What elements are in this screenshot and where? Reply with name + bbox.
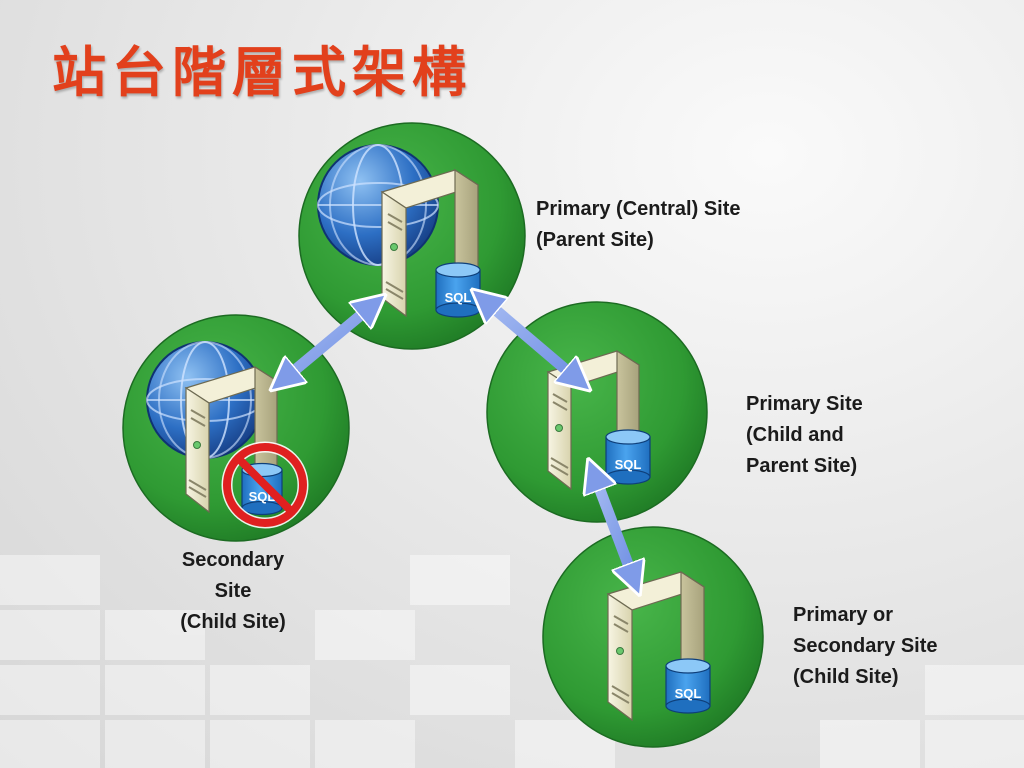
primary-site-label: Primary Site (Child and Parent Site) (746, 389, 863, 482)
label-line: (Parent Site) (536, 229, 654, 251)
primary-db-label: SQL (615, 457, 642, 472)
server-icon (184, 365, 279, 514)
server-icon (380, 168, 480, 318)
child-site-label: Primary or Secondary Site (Child Site) (793, 600, 938, 693)
label-line: Primary or (793, 604, 894, 626)
label-line: Site (214, 580, 252, 602)
label-line: (Child Site) (793, 666, 899, 688)
central-db-label: SQL (445, 290, 472, 305)
label-line: Parent Site) (746, 455, 858, 477)
sql-database-icon: SQL (605, 429, 651, 485)
label-line: Primary (Central) Site (536, 198, 741, 220)
label-line: (Child and (746, 424, 844, 446)
arrow-central-primary (484, 300, 578, 380)
label-line: (Child Site) (180, 611, 286, 633)
label-line: Primary Site (746, 393, 863, 415)
label-line: Secondary (181, 549, 285, 571)
child-db-label: SQL (675, 686, 702, 701)
globe-icon (317, 144, 439, 266)
slide-title: 站台階層式架構 (52, 40, 472, 104)
secondary-site-label: Secondary Site (Child Site) (163, 545, 303, 638)
sql-database-icon: SQL (665, 658, 711, 714)
central-site-label: Primary (Central) Site (Parent Site) (536, 194, 741, 256)
arrow-central-secondary (283, 305, 373, 380)
arrow-primary-child (594, 474, 634, 580)
child-site-circle (542, 526, 764, 748)
no-symbol-icon (221, 441, 309, 529)
label-line: Secondary Site (793, 635, 938, 657)
sql-database-icon: SQL (435, 262, 481, 318)
